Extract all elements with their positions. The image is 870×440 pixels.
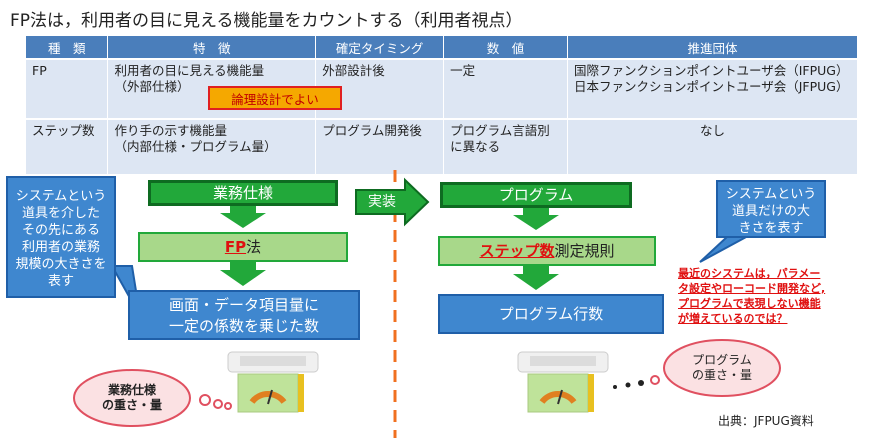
source-credit: 出典：JFPUG資料: [718, 414, 814, 428]
cell-timing: プログラム開発後: [315, 118, 445, 174]
cell-feature-line1: 作り手の示す機能量: [114, 123, 227, 138]
cell-value-line2: に異なる: [450, 139, 501, 154]
note-line: タ設定やローコード開発など,: [678, 282, 826, 295]
cell-org: 国際ファンクションポイントユーザ会（IFPUG） 日本ファンクションポイントユー…: [567, 58, 859, 119]
left-cloud-line1: 業務仕様: [107, 383, 156, 397]
comparison-table: 種 類 特 徴 確定タイミング 数 値 推進団体 FP 利用者の目に見える機能量…: [26, 36, 859, 174]
right-callout: システムという 道具だけの大 きさを表す: [716, 180, 826, 238]
right-callout-line: きさを表す: [738, 221, 804, 236]
cell-feature: 作り手の示す機能量 （内部仕様・プログラム量）: [107, 118, 317, 174]
cell-value: プログラム言語別 に異なる: [443, 118, 568, 174]
implement-arrow: [355, 177, 430, 227]
cell-kind: ステップ数: [26, 118, 109, 174]
col-header-org: 推進団体: [567, 36, 859, 59]
recent-systems-note: 最近のシステムは，パラメー タ設定やローコード開発など, プログラムで表現しない…: [678, 266, 825, 326]
program-lines-box: プログラム行数: [438, 294, 664, 334]
table-row-fp: FP 利用者の目に見える機能量 （外部仕様） 外部設計後 一定 国際ファンクショ…: [26, 58, 859, 119]
fp-calc-line1: 画面・データ項目量に: [168, 296, 319, 314]
cell-feature-line2: （外部仕様）: [114, 79, 190, 94]
left-callout-line: 利用者の業務: [21, 240, 100, 255]
down-arrow-right-1: [513, 207, 559, 230]
left-callout-line: システムという: [15, 189, 107, 204]
fp-label: FP: [224, 238, 247, 256]
left-callout-line: その先にある: [21, 223, 100, 238]
step-count-label: ステップ数: [479, 242, 555, 260]
cell-org-line1: 国際ファンクションポイントユーザ会（IFPUG）: [573, 63, 849, 78]
right-callout-line: システムという: [725, 187, 817, 202]
left-scale-icon: [227, 351, 319, 413]
right-cloud-text: プログラム の重さ・量: [680, 353, 764, 383]
cell-value: 一定: [443, 58, 568, 119]
right-callout-pointer: [699, 235, 749, 263]
logical-design-badge: 論理設計でよい: [208, 86, 342, 110]
cell-org: なし: [567, 118, 859, 174]
right-cloud: [613, 339, 781, 397]
right-cloud-line1: プログラム: [692, 353, 752, 367]
down-arrow-left-2: [220, 260, 266, 286]
left-callout: システムという 道具を介した その先にある 利用者の業務 規模の大きさを 表す: [6, 176, 116, 298]
note-line: 最近のシステムは，パラメー: [678, 267, 821, 280]
table-header-row: 種 類 特 徴 確定タイミング 数 値 推進団体: [26, 36, 859, 59]
note-line: プログラムで表現しない機能: [678, 297, 821, 310]
left-cloud: [73, 369, 232, 427]
cell-org-line2: 日本ファンクションポイントユーザ会（JFPUG）: [573, 79, 849, 94]
right-cloud-line2: の重さ・量: [691, 368, 752, 382]
fp-method-suffix: 法: [246, 238, 262, 256]
implement-label: 実装: [368, 194, 396, 210]
left-cloud-text: 業務仕様 の重さ・量: [90, 383, 174, 413]
fp-calc-line2: 一定の係数を乗じた数: [168, 317, 319, 335]
right-scale-icon: [517, 351, 609, 413]
col-header-timing: 確定タイミング: [315, 36, 445, 59]
cell-kind: FP: [26, 58, 109, 119]
program-box: プログラム: [440, 182, 632, 208]
cell-value-line1: プログラム言語別: [450, 123, 550, 138]
step-rule-box: ステップ数測定規則: [438, 236, 656, 266]
step-rule-suffix: 測定規則: [554, 242, 615, 260]
left-callout-line: 規模の大きさを: [15, 257, 107, 272]
page-title: FP法は，利用者の目に見える機能量をカウントする（利用者視点）: [10, 11, 523, 31]
down-arrow-left-1: [220, 205, 266, 228]
col-header-value: 数 値: [443, 36, 568, 59]
business-spec-box: 業務仕様: [148, 180, 338, 206]
table-row-step: ステップ数 作り手の示す機能量 （内部仕様・プログラム量） プログラム開発後 プ…: [26, 118, 859, 174]
right-callout-line: 道具だけの大: [731, 204, 810, 219]
note-line: が増えているのでは？: [678, 312, 788, 325]
cell-feature-line2: （内部仕様・プログラム量）: [114, 139, 277, 154]
fp-method-box: FP法: [138, 232, 348, 262]
down-arrow-right-2: [513, 264, 559, 290]
fp-calc-box: 画面・データ項目量に 一定の係数を乗じた数: [128, 290, 360, 340]
left-cloud-line2: の重さ・量: [101, 398, 162, 412]
left-callout-line: 表す: [47, 274, 74, 289]
left-callout-line: 道具を介した: [21, 206, 100, 221]
col-header-kind: 種 類: [26, 36, 109, 59]
cell-feature-line1: 利用者の目に見える機能量: [114, 63, 265, 78]
col-header-feature: 特 徴: [107, 36, 317, 59]
